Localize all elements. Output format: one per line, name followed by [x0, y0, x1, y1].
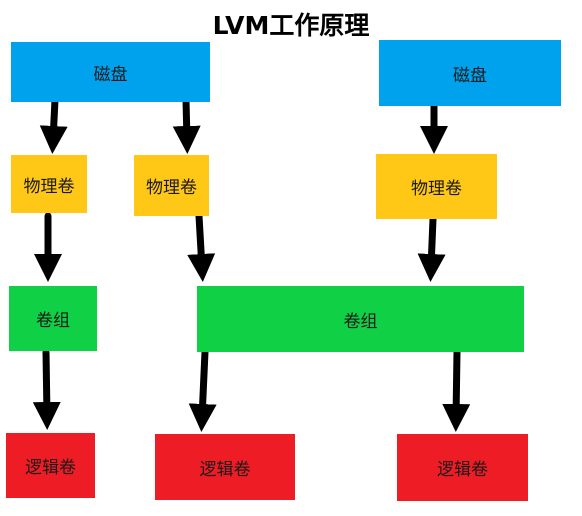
physical-volume-box-3: 物理卷 [376, 154, 497, 219]
physical-volume-box-2: 物理卷 [134, 155, 209, 216]
arrow-vg_2-to-lv_3 [442, 348, 471, 432]
logical-volume-label-3: 逻辑卷 [437, 460, 488, 480]
physical-volume-label-2: 物理卷 [146, 178, 197, 198]
logical-volume-box-1: 逻辑卷 [6, 433, 95, 498]
volume-group-box-2: 卷组 [197, 286, 524, 352]
diagram-title: LVM工作原理 [212, 11, 370, 40]
arrow-disk_1-to-pv_2 [172, 96, 201, 154]
logical-volume-label-2: 逻辑卷 [199, 459, 251, 480]
arrow-vg_2-to-lv_2 [188, 348, 217, 432]
logical-volume-label-1: 逻辑卷 [25, 458, 76, 478]
disk-label-2: 磁盘 [453, 65, 487, 86]
physical-volume-label-3: 物理卷 [411, 179, 462, 199]
logical-volume-box-2: 逻辑卷 [155, 434, 295, 500]
physical-volume-label-1: 物理卷 [23, 176, 75, 197]
arrow-pv_3-to-vg_2 [417, 215, 446, 282]
logical-volume-box-3: 逻辑卷 [397, 434, 528, 501]
physical-volume-box-1: 物理卷 [11, 155, 87, 213]
volume-group-label-2: 卷组 [343, 311, 378, 332]
arrow-pv_2-to-vg_2 [187, 212, 216, 282]
volume-group-label-1: 卷组 [36, 311, 70, 331]
volume-group-box-1: 卷组 [9, 286, 97, 351]
arrow-vg_1-to-lv_1 [32, 348, 61, 430]
disk-box-1: 磁盘 [11, 42, 210, 102]
disk-box-2: 磁盘 [379, 40, 561, 106]
disk-label-1: 磁盘 [93, 64, 128, 85]
arrow-disk_1-to-pv_1 [39, 96, 68, 154]
